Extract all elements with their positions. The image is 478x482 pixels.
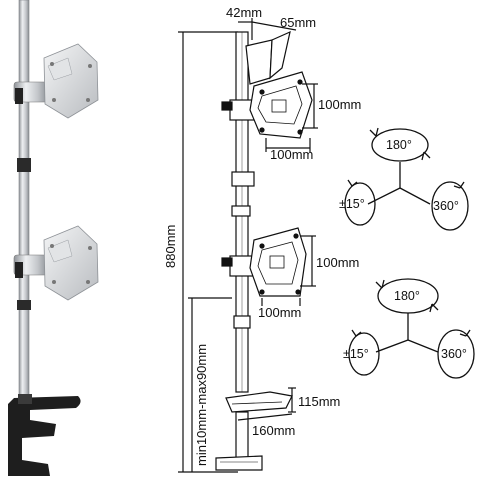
pole-joint [17, 300, 31, 310]
stand-line-drawing [178, 18, 318, 473]
stand-photo [8, 0, 99, 476]
drawing-clamp-top [225, 391, 293, 413]
total-height-label: 880mm [163, 224, 178, 268]
dial-upper-right-label: 360° [433, 199, 459, 213]
dial-upper-left-label: ±15° [339, 197, 365, 211]
dial-ring-top [371, 128, 429, 162]
lower-mount-width-label: 100mm [258, 305, 302, 320]
dial-upper-top-label: 180° [386, 138, 412, 152]
dial-ring-left [348, 332, 380, 376]
upper-mount-width-label: 100mm [270, 147, 314, 162]
upper-mount-height-label: 100mm [318, 97, 362, 112]
pole-joint [17, 158, 31, 172]
dial-ring-right [431, 181, 469, 231]
top-arm-label: 65mm [280, 15, 317, 30]
clamp-range-label: min10mm-max90mm [194, 343, 209, 466]
lower-arm-clip [15, 262, 23, 278]
dial-ring-top [377, 278, 439, 314]
dial-lower-right-label: 360° [441, 347, 467, 361]
dial-ring-left [344, 182, 376, 226]
dial-lower-top-label: 180° [394, 289, 420, 303]
rotation-dial-lower [348, 278, 475, 379]
lower-mount-height-label: 100mm [316, 255, 360, 270]
dial-ring-right [437, 329, 475, 379]
upper-vesa-plate [43, 43, 99, 119]
clamp-width-label: 160mm [252, 423, 296, 438]
lower-vesa-plate [43, 225, 99, 301]
dial-lower-left-label: ±15° [343, 347, 369, 361]
rotation-dial-upper [344, 127, 469, 231]
clamp-depth-label: 115mm [298, 394, 341, 409]
stand-pole [18, 0, 30, 401]
desk-clamp-photo [8, 394, 81, 476]
top-offset-label: 42mm [226, 5, 263, 20]
upper-arm-clip [15, 88, 23, 104]
